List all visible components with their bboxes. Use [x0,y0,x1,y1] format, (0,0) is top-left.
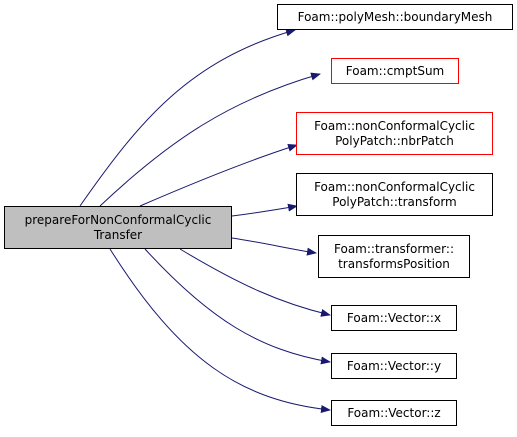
callee-label: Foam::polyMesh::boundaryMesh [297,9,493,24]
callee-label-line-2: PolyPatch::nbrPatch [335,133,454,148]
callee-label: Foam::Vector::z [347,405,441,420]
edge-boundaryMesh [79,28,296,207]
callee-label: Foam::Vector::x [346,310,442,325]
callee-node-vector-y[interactable]: Foam::Vector::y [331,353,457,379]
callee-node-boundaryMesh[interactable]: Foam::polyMesh::boundaryMesh [277,4,513,30]
edge-transformsPosition [231,237,317,256]
root-label-line-1: prepareForNonConformalCyclic [24,212,212,227]
callee-label-line-2: PolyPatch::transform [332,194,457,209]
callee-node-transform[interactable]: Foam::nonConformalCyclic PolyPatch::tran… [296,173,493,216]
callee-label-line-1: Foam::nonConformalCyclic [314,118,475,133]
callee-label: Foam::Vector::y [346,358,442,373]
callee-node-nbrPatch[interactable]: Foam::nonConformalCyclic PolyPatch::nbrP… [296,112,493,155]
edge-vector-y [144,248,331,365]
callee-label-line-1: Foam::nonConformalCyclic [314,179,475,194]
edge-vector-x [179,248,331,317]
callee-node-cmptSum[interactable]: Foam::cmptSum [331,58,459,84]
callee-node-transformsPosition[interactable]: Foam::transformer:: transformsPosition [318,235,470,278]
edge-cmptSum [99,72,321,207]
callee-label-line-1: Foam::transformer:: [334,241,454,256]
root-function-node: prepareForNonConformalCyclic Transfer [4,206,232,249]
edge-transform [231,203,298,217]
callee-node-vector-x[interactable]: Foam::Vector::x [331,305,457,331]
edge-nbrPatch [139,143,298,207]
callee-label: Foam::cmptSum [345,63,445,78]
edge-vector-z [109,248,331,413]
callee-label-line-2: transformsPosition [338,256,450,271]
root-label-line-2: Transfer [93,227,143,242]
callee-node-vector-z[interactable]: Foam::Vector::z [331,400,457,426]
